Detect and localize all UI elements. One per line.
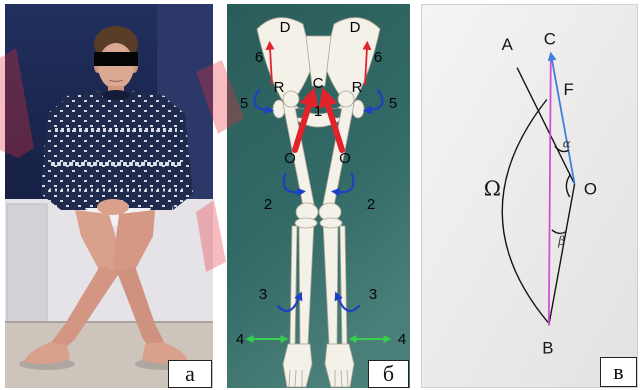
label-d-right: D [350,19,361,36]
sweater-collar [102,90,130,100]
label-4-left: 4 [236,331,244,348]
label-r-right: R [352,79,363,96]
label-3-left: 3 [259,286,267,303]
right-tibial-plateau [320,218,342,228]
panel-a-photo: а [5,4,213,388]
left-greater-trochanter [273,100,285,118]
label-o-right: O [339,150,351,167]
sweater-body [57,91,175,210]
label-c-center: C [313,75,324,92]
panel-c-angle-diagram: A C F Ω O B α β в [421,4,638,388]
label-6-right: 6 [374,49,382,66]
clasped-hands [97,199,129,215]
door-panel [7,204,47,322]
child-photo [5,4,213,388]
label-omega: Ω [484,177,501,201]
label-point-c: C [544,29,556,48]
label-2-left: 2 [264,196,272,213]
label-r-left: R [274,79,285,96]
panel-label-a: а [168,360,212,388]
panel-b-skeleton-diagram: D D 6 6 R R C 1 5 5 O O 2 2 3 3 4 4 б [227,4,410,388]
label-4-right: 4 [398,331,406,348]
label-2-right: 2 [367,196,375,213]
left-femoral-head [283,91,299,107]
eye-censor-bar [94,52,138,66]
label-point-b: B [542,339,553,358]
label-5-left: 5 [240,95,248,112]
label-1-center: 1 [314,103,322,120]
label-point-o: O [584,179,597,198]
label-alpha: α [563,136,571,150]
label-point-f: F [563,80,573,99]
angle-diagram: A C F Ω O B α β [422,5,637,387]
panel-label-b: б [368,360,409,388]
panel-label-c: в [600,357,637,387]
left-tibial-plateau [295,218,317,228]
label-o-left: O [284,150,296,167]
label-3-right: 3 [369,286,377,303]
label-beta: β [557,234,565,248]
label-5-right: 5 [389,95,397,112]
left-foot-bones [283,344,312,387]
paper-background [422,5,637,387]
right-greater-trochanter [352,100,364,118]
label-point-a: A [502,35,514,54]
right-foot-bones [325,344,354,387]
label-6-left: 6 [255,49,263,66]
label-d-left: D [280,19,291,36]
skeleton-diagram: D D 6 6 R R C 1 5 5 O O 2 2 3 3 4 4 [227,4,410,388]
